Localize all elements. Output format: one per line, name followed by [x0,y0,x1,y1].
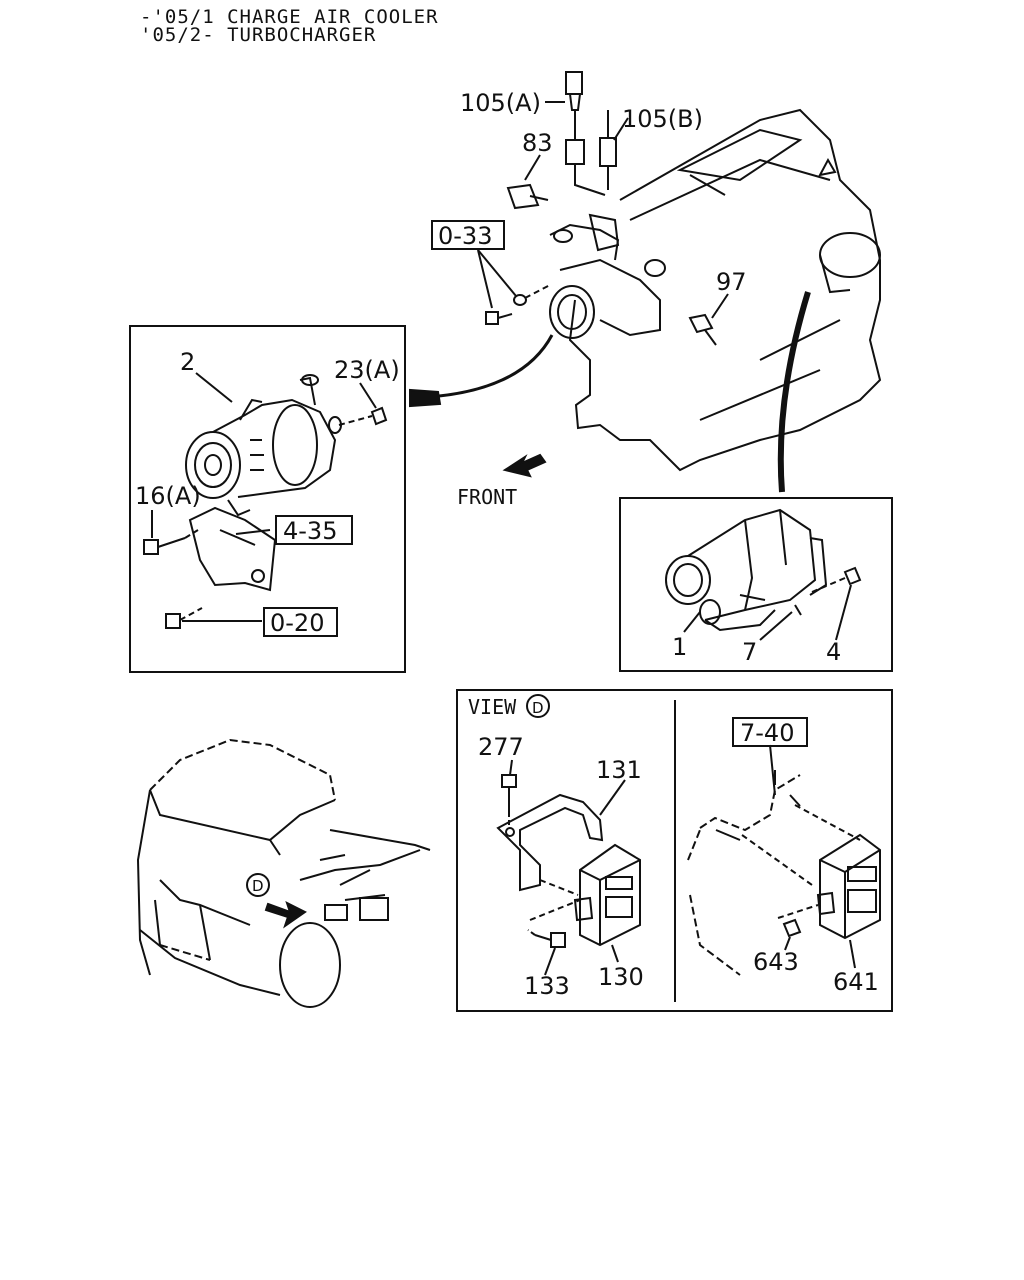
label-643: 643 [753,948,799,976]
label-83: 83 [522,129,553,157]
bracket-131 [496,793,604,892]
leader-1 [683,611,701,633]
view-marker [526,694,550,718]
front-arrow [502,453,547,478]
leader-133 [544,947,556,976]
bolt-277 [501,774,517,828]
callout-arrow-starter [777,291,811,493]
leader-277 [509,759,513,776]
leader-7 [759,611,793,641]
label-131: 131 [596,756,642,784]
starter-bolt-4 [811,566,862,593]
nut-23a [370,406,388,426]
truck-cab [136,738,431,1008]
label-23a: 23(A) [334,356,400,384]
label-277: 277 [478,733,524,761]
alternator-box [129,325,406,673]
view-d-arrow [264,901,307,929]
label-view: VIEW [468,695,517,719]
leader-97 [711,293,729,319]
leader-4 [835,584,852,641]
label-105b: 105(B) [622,105,703,133]
module-130 [573,843,641,947]
label-view-letter: D [532,699,544,717]
ref-740[interactable]: 7-40 [740,719,794,747]
leader-83 [524,154,541,181]
alternator-bracket [188,506,277,592]
label-105a: 105(A) [460,89,541,117]
label-133: 133 [524,972,570,1000]
leader-643 [784,936,791,951]
ref-box-020 [263,607,338,637]
label-4: 4 [826,638,841,666]
module-641 [816,833,881,940]
engine-block [506,108,882,472]
label-7: 7 [742,638,757,666]
frame-member-740 [687,770,801,976]
label-truck-letter: D [252,877,264,895]
label-641: 641 [833,968,879,996]
label-16a: 16(A) [135,482,201,510]
label-97: 97 [716,268,747,296]
ref-435[interactable]: 4-35 [283,517,337,545]
leader-435 [235,529,271,535]
leader-130b [539,879,579,896]
ref-box-435 [275,515,353,545]
bolt-16a [143,529,199,555]
stud-line-1 [741,834,813,886]
leader-23a [359,382,377,409]
view-d-box [456,689,893,1012]
header-line-2: '05/2- TURBOCHARGER [140,24,377,46]
nut-643 [777,904,819,938]
label-2: 2 [180,348,195,376]
alternator [185,374,373,517]
leader-2 [195,372,233,403]
header-line-1: -'05/1 CHARGE AIR COOLER [140,6,439,28]
leader-641 [849,939,856,969]
label-130: 130 [598,963,644,991]
stud-line-2 [794,804,861,841]
label-1: 1 [672,633,687,661]
sender-unit-105a [565,71,606,196]
truck-view-marker [246,873,270,897]
starter-motor [665,508,828,632]
leader-131 [599,779,626,816]
ref-box-740 [732,717,808,747]
bolt-133 [527,899,581,948]
callout-arrow-alternator [409,334,554,400]
leader-130 [611,944,619,963]
sender-unit-105b [599,110,617,190]
leader-105b [613,117,629,141]
bolt-washer-033 [477,249,551,325]
starter-nut-7 [794,604,802,616]
leader-740 [769,744,776,796]
bolt-020 [165,607,203,629]
label-front: FRONT [457,485,517,509]
ref-box-033 [431,220,505,250]
ref-033[interactable]: 0-33 [438,222,492,250]
starter-box [619,497,893,672]
ref-020[interactable]: 0-20 [270,609,324,637]
